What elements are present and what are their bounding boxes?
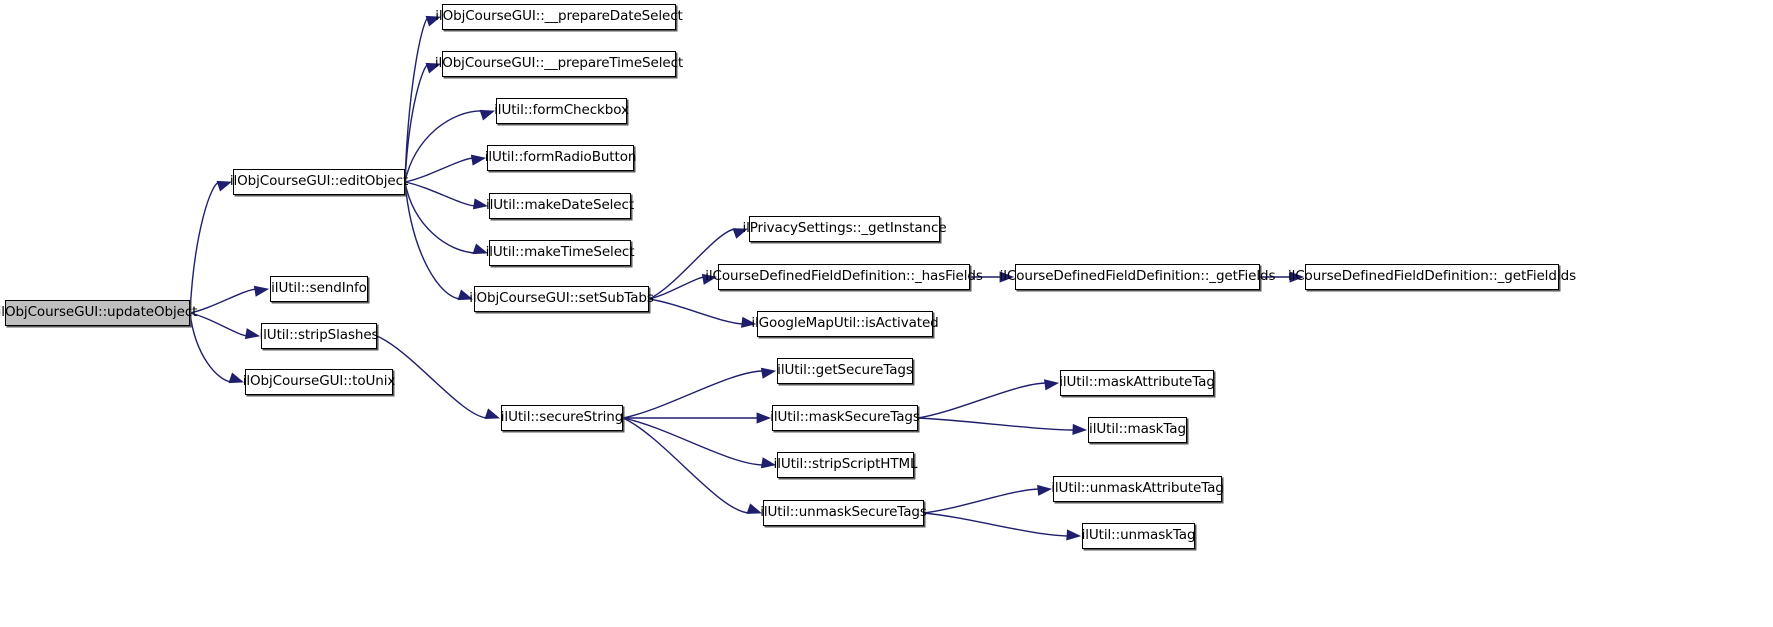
graph-node-isActivated[interactable]: ilGoogleMapUtil::isActivated (751, 311, 939, 337)
edge-editObject-to-formRadioButton (404, 157, 475, 183)
edge-editObject-to-prepareDateSelect (404, 16, 430, 183)
graph-node-label: ilUtil::makeDateSelect (485, 197, 635, 214)
arrowhead-updateObject-to-editObject (216, 180, 233, 192)
arrowhead-secureString-to-maskSecureTags (756, 412, 772, 424)
edge-setSubTabs-to-getInstance (648, 228, 737, 300)
arrowhead-setSubTabs-to-getInstance (732, 228, 749, 239)
edge-editObject-to-formCheckbox (404, 110, 484, 183)
edge-updateObject-to-stripSlashes (189, 312, 249, 337)
arrowhead-unmaskSecureTags-to-unmaskAttributeTag (1037, 484, 1053, 496)
edge-editObject-to-makeDateSelect (404, 181, 477, 207)
graph-node-label: ilObjCourseGUI::__prepareTimeSelect (434, 55, 684, 72)
arrowhead-getFields-to-getFieldIds (1289, 271, 1305, 283)
graph-node-unmaskSecureTags[interactable]: ilUtil::unmaskSecureTags (760, 500, 927, 526)
edge-updateObject-to-sendInfo (189, 288, 258, 314)
arrowhead-editObject-to-prepareTimeSelect (425, 62, 442, 74)
graph-node-secureString[interactable]: ilUtil::secureString (501, 405, 623, 431)
arrowhead-maskSecureTags-to-maskTag (1072, 423, 1088, 436)
graph-node-makeTimeSelect[interactable]: ilUtil::makeTimeSelect (486, 240, 635, 266)
edge-maskSecureTags-to-maskAttributeTag (917, 382, 1048, 419)
graph-node-label: ilCourseDefinedFieldDefinition::_getFiel… (999, 268, 1276, 285)
graph-node-label: ilUtil::unmaskSecureTags (760, 504, 927, 521)
graph-node-label: ilCourseDefinedFieldDefinition::_hasFiel… (705, 268, 983, 285)
arrowhead-editObject-to-makeDateSelect (472, 198, 489, 210)
graph-node-setSubTabs[interactable]: ilObjCourseGUI::setSubTabs (469, 286, 654, 312)
graph-node-maskTag[interactable]: ilUtil::maskTag (1088, 417, 1187, 443)
arrowhead-secureString-to-stripScriptHTML (760, 457, 777, 469)
graph-node-label: ilObjCourseGUI::editObject (229, 173, 409, 190)
arrowhead-secureString-to-getSecureTags (760, 367, 777, 379)
edge-editObject-to-makeTimeSelect (404, 181, 477, 254)
arrowhead-editObject-to-makeTimeSelect (472, 243, 489, 255)
graph-node-label: ilUtil::formRadioButton (484, 149, 637, 166)
graph-node-getFieldIds[interactable]: ilCourseDefinedFieldDefinition::_getFiel… (1288, 264, 1576, 290)
edge-setSubTabs-to-isActivated (648, 298, 745, 325)
edge-maskSecureTags-to-maskTag (917, 417, 1076, 431)
graph-node-getFields[interactable]: ilCourseDefinedFieldDefinition::_getFiel… (1000, 264, 1276, 290)
arrowhead-setSubTabs-to-isActivated (740, 316, 757, 328)
arrowhead-stripSlashes-to-secureString (484, 408, 501, 420)
arrowhead-maskSecureTags-to-maskAttributeTag (1043, 379, 1060, 391)
graph-node-label: ilUtil::maskSecureTags (770, 409, 920, 426)
graph-node-maskAttributeTag[interactable]: ilUtil::maskAttributeTag (1059, 370, 1215, 396)
graph-node-prepareDateSelect[interactable]: ilObjCourseGUI::__prepareDateSelect (435, 4, 683, 30)
graph-node-label: ilObjCourseGUI::updateObject (0, 304, 198, 321)
arrowhead-unmaskSecureTags-to-unmaskTag (1066, 529, 1082, 541)
graph-node-updateObject[interactable]: ilObjCourseGUI::updateObject (0, 300, 197, 326)
arrowhead-updateObject-to-stripSlashes (244, 328, 261, 340)
graph-node-label: ilObjCourseGUI::setSubTabs (469, 290, 654, 307)
edge-setSubTabs-to-hasFields (648, 276, 706, 300)
arrowhead-secureString-to-unmaskSecureTags (746, 503, 763, 514)
graph-node-toUnix[interactable]: ilObjCourseGUI::toUnix (243, 369, 395, 395)
graph-node-label: ilUtil::unmaskAttributeTag (1051, 480, 1224, 497)
graph-node-label: ilObjCourseGUI::__prepareDateSelect (435, 8, 683, 25)
graph-node-label: ilUtil::secureString (500, 409, 624, 426)
graph-node-formCheckbox[interactable]: ilUtil::formCheckbox (494, 98, 629, 124)
arrowhead-updateObject-to-toUnix (228, 372, 245, 384)
arrowhead-editObject-to-formCheckbox (479, 109, 496, 121)
edge-secureString-to-unmaskSecureTags (622, 417, 751, 514)
graph-node-label: ilUtil::formCheckbox (494, 102, 629, 119)
graph-node-label: ilUtil::maskTag (1089, 421, 1186, 438)
graph-node-getSecureTags[interactable]: ilUtil::getSecureTags (777, 358, 913, 384)
graph-node-label: ilObjCourseGUI::toUnix (242, 373, 396, 390)
arrowhead-editObject-to-setSubTabs (457, 289, 474, 301)
graph-node-stripScriptHTML[interactable]: ilUtil::stripScriptHTML (774, 452, 918, 478)
graph-node-prepareTimeSelect[interactable]: ilObjCourseGUI::__prepareTimeSelect (435, 51, 683, 77)
graph-node-hasFields[interactable]: ilCourseDefinedFieldDefinition::_hasFiel… (705, 264, 983, 290)
graph-node-sendInfo[interactable]: ilUtil::sendInfo (270, 276, 368, 302)
graph-node-label: ilUtil::getSecureTags (777, 362, 913, 379)
graph-node-getInstance[interactable]: ilPrivacySettings::_getInstance (742, 216, 947, 242)
graph-node-label: ilCourseDefinedFieldDefinition::_getFiel… (1287, 268, 1577, 285)
graph-node-stripSlashes[interactable]: ilUtil::stripSlashes (260, 323, 379, 349)
graph-node-unmaskAttributeTag[interactable]: ilUtil::unmaskAttributeTag (1051, 476, 1224, 502)
graph-node-label: ilUtil::unmaskTag (1081, 527, 1196, 544)
arrowhead-editObject-to-formRadioButton (470, 154, 487, 166)
edge-stripSlashes-to-secureString (376, 335, 489, 419)
graph-node-unmaskTag[interactable]: ilUtil::unmaskTag (1082, 523, 1196, 549)
edge-updateObject-to-editObject (189, 181, 221, 314)
graph-node-label: ilPrivacySettings::_getInstance (742, 220, 947, 237)
graph-node-makeDateSelect[interactable]: ilUtil::makeDateSelect (486, 193, 634, 219)
edge-unmaskSecureTags-to-unmaskTag (923, 512, 1070, 537)
arrowhead-editObject-to-prepareDateSelect (425, 15, 442, 27)
graph-node-label: ilUtil::stripSlashes (259, 327, 379, 344)
edge-unmaskSecureTags-to-unmaskAttributeTag (923, 488, 1041, 514)
graph-node-maskSecureTags[interactable]: ilUtil::maskSecureTags (770, 405, 920, 431)
graph-node-label: ilGoogleMapUtil::isActivated (751, 315, 939, 332)
edge-editObject-to-setSubTabs (404, 181, 462, 300)
edge-updateObject-to-toUnix (189, 312, 233, 383)
graph-node-label: ilUtil::stripScriptHTML (773, 456, 918, 473)
graph-node-editObject[interactable]: ilObjCourseGUI::editObject (230, 169, 408, 195)
edge-secureString-to-getSecureTags (622, 370, 765, 419)
graph-node-label: ilUtil::maskAttributeTag (1059, 374, 1215, 391)
graph-node-label: ilUtil::makeTimeSelect (485, 244, 635, 261)
arrowhead-updateObject-to-sendInfo (253, 285, 270, 297)
graph-node-label: ilUtil::sendInfo (271, 280, 367, 297)
arrowhead-setSubTabs-to-hasFields (701, 273, 718, 285)
edge-secureString-to-stripScriptHTML (622, 417, 765, 466)
arrowhead-hasFields-to-getFields (999, 271, 1015, 283)
graph-node-formRadioButton[interactable]: ilUtil::formRadioButton (485, 145, 636, 171)
